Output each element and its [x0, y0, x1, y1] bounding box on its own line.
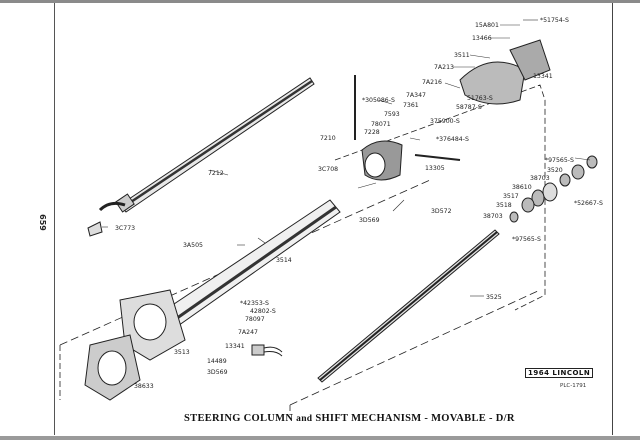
bearing-stack	[509, 155, 598, 223]
label-7A347: 7A347	[406, 92, 426, 99]
label-51754-S: *51754-S	[540, 17, 569, 24]
left-margin-rule	[54, 3, 55, 435]
label-3513: 3513	[174, 349, 190, 356]
label-97565-S-upper: *97565-S	[545, 157, 574, 164]
upper-group-outline	[334, 84, 546, 311]
label-13305: 13305	[425, 165, 445, 172]
top-border	[0, 0, 640, 3]
label-78071: 78071	[371, 121, 391, 128]
label-3D572: 3D572	[431, 208, 452, 215]
caption-part-2: and	[296, 414, 313, 424]
label-7210: 7210	[320, 135, 336, 142]
right-margin-rule	[612, 3, 613, 435]
label-14489: 14489	[207, 358, 227, 365]
label-7228: 7228	[364, 129, 380, 136]
label-58787-S: 58787-S	[456, 104, 482, 111]
label-3C773: 3C773	[115, 225, 135, 232]
label-13341-upper: 13341	[533, 73, 553, 80]
caption-part-1: STEERING COLUMN	[184, 413, 294, 424]
label-38703-upper: 38703	[530, 175, 550, 182]
label-38610: 38610	[512, 184, 532, 191]
diagram-caption: STEERING COLUMN and SHIFT MECHANISM - MO…	[184, 413, 515, 424]
shift-tube-7212	[98, 77, 315, 213]
label-3525: 3525	[486, 294, 502, 301]
cap-3C773	[87, 221, 103, 237]
label-3520: 3520	[547, 167, 563, 174]
label-3D569-upper: 3D569	[359, 217, 380, 224]
label-3D569-lower: 3D569	[207, 369, 228, 376]
plate-code: PLC-1791	[560, 383, 587, 389]
label-3514: 3514	[276, 257, 292, 264]
label-15A801: 15A801	[475, 22, 499, 29]
label-7212: 7212	[208, 170, 224, 177]
label-375900-S: 375900-S	[430, 118, 460, 125]
label-3518: 3518	[496, 202, 512, 209]
housing-3511	[459, 61, 526, 105]
label-7361: 7361	[403, 102, 419, 109]
label-305086-S: *305086-S	[362, 97, 395, 104]
label-3517: 3517	[503, 193, 519, 200]
label-3C708: 3C708	[318, 166, 338, 173]
label-7593: 7593	[384, 111, 400, 118]
label-38633: 38633	[134, 383, 154, 390]
label-97565-S-lower: *97565-S	[512, 236, 541, 243]
label-7A216: 7A216	[422, 79, 442, 86]
label-13466: 13466	[472, 35, 492, 42]
caption-part-3: SHIFT MECHANISM - MOVABLE - D/R	[315, 413, 515, 424]
label-78097: 78097	[245, 316, 265, 323]
label-42353-S: *42353-S	[240, 300, 269, 307]
model-year-box: 1964 LINCOLN	[525, 368, 594, 378]
label-38703-lower: 38703	[483, 213, 503, 220]
bracket-13341	[509, 39, 551, 81]
label-51763-S: 51763-S	[467, 95, 493, 102]
label-13341-lower: 13341	[225, 343, 245, 350]
label-376484-S: *376484-S	[436, 136, 469, 143]
label-7A247: 7A247	[238, 329, 258, 336]
label-42802-S: 42802-S	[250, 308, 276, 315]
label-3A505: 3A505	[183, 242, 203, 249]
bottom-border	[0, 436, 640, 440]
label-3511: 3511	[454, 52, 470, 59]
label-7A213: 7A213	[434, 64, 454, 71]
connector-14489	[251, 344, 265, 356]
label-52667-S: *52667-S	[574, 200, 603, 207]
steering-column-3514	[149, 199, 341, 336]
